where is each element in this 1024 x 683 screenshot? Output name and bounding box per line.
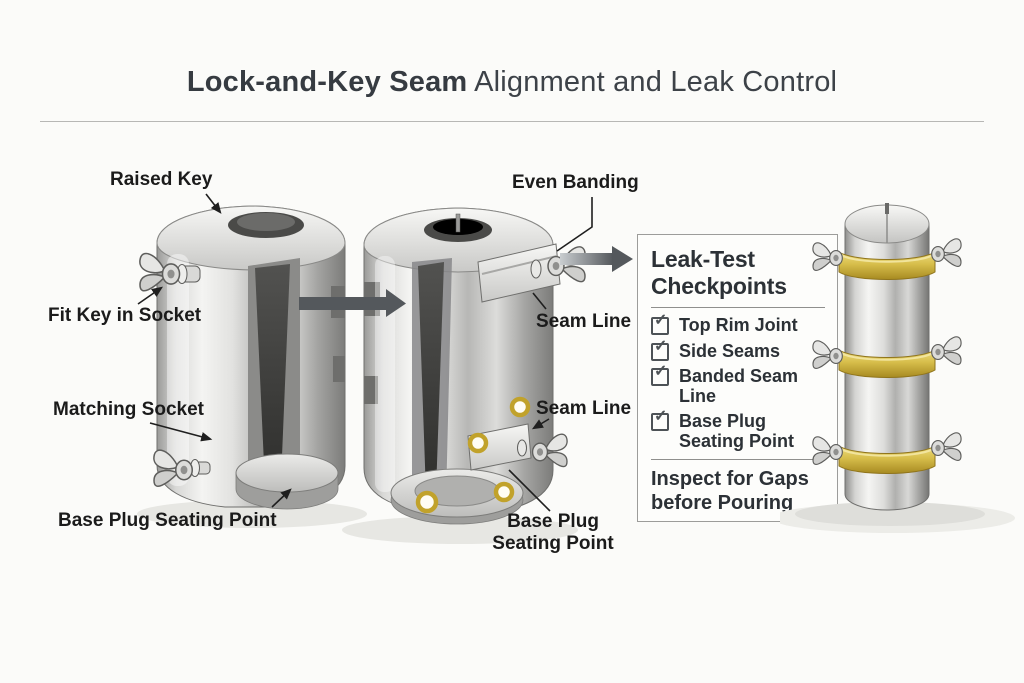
- page-title-rest: Alignment and Leak Control: [467, 66, 838, 98]
- checkpoint-marker-base-left: [415, 490, 439, 514]
- checkmark-icon: ✓: [654, 337, 668, 355]
- checklist-item-banded-seam-line: ✓ Banded Seam Line: [651, 363, 825, 406]
- checked-checkbox-icon: ✓: [651, 338, 669, 361]
- checkmark-icon: ✓: [654, 312, 668, 330]
- label-even-banding: Even Banding: [512, 172, 639, 193]
- label-fit-key-in-socket: Fit Key in Socket: [48, 305, 202, 326]
- panel-divider-top: [651, 307, 825, 309]
- checkpoint-marker-seam: [509, 396, 531, 418]
- middle-mold-illustration: [363, 207, 586, 525]
- matching-socket-connector: [149, 422, 213, 442]
- checked-checkbox-icon: ✓: [651, 408, 669, 431]
- checked-checkbox-icon: ✓: [651, 312, 669, 336]
- page-title: Lock-and-Key Seam Alignment and Leak Con…: [0, 66, 1024, 99]
- left-mold-illustration: [139, 205, 346, 510]
- top-clamp-band: [477, 243, 586, 303]
- base-plug-mid-connector: [508, 469, 551, 512]
- checklist-item-label: Base Plug Seating Point: [679, 410, 795, 452]
- label-seam-line-lower: Seam Line: [536, 398, 632, 419]
- title-divider: [40, 121, 984, 122]
- checklist-item-base-plug: ✓ Base Plug Seating Point: [651, 408, 825, 452]
- checkpoint-marker-side: [467, 432, 489, 454]
- panel-divider-bottom: [651, 459, 825, 461]
- checkmark-icon: ✓: [654, 362, 668, 380]
- gold-band-middle: [812, 336, 962, 378]
- seam-line-upper-connector: [532, 292, 547, 310]
- label-seam-line-upper: Seam Line: [536, 311, 632, 332]
- base-plug-left-connector: [271, 488, 292, 508]
- even-banding-connector: [556, 197, 593, 252]
- left-mold-lower-wingnut: [153, 449, 211, 487]
- middle-mold-core: [418, 262, 444, 494]
- wick-pin: [455, 213, 461, 233]
- gold-band-bottom: [812, 432, 962, 474]
- page-title-emphasis: Lock-and-Key Seam: [186, 66, 468, 98]
- label-raised-key: Raised Key: [110, 169, 213, 190]
- assembly-arrow: [299, 289, 406, 317]
- checkpoint-markers: [415, 396, 531, 514]
- fit-key-connector: [137, 286, 163, 305]
- checklist-item-top-rim-joint: ✓ Top Rim Joint: [651, 312, 825, 336]
- gold-band-top: [812, 238, 962, 280]
- panel-note: Inspect for Gaps before Pouring: [651, 468, 809, 515]
- leak-test-panel: Leak-Test Checkpoints ✓ Top Rim Joint ✓ …: [637, 234, 838, 522]
- panel-title: Leak-Test Checkpoints: [651, 246, 787, 299]
- label-base-plug-mid: Base Plug Seating Point: [492, 511, 614, 555]
- middle-mold-shadow: [342, 516, 578, 544]
- label-base-plug-left: Base Plug Seating Point: [58, 510, 277, 531]
- checkmark-icon: ✓: [654, 407, 668, 425]
- top-pin: [885, 203, 889, 214]
- raised-key-connector: [205, 193, 222, 214]
- checked-checkbox-icon: ✓: [651, 363, 669, 386]
- checklist-item-label: Side Seams: [679, 340, 781, 361]
- checklist-item-label: Banded Seam Line: [679, 365, 799, 406]
- seam-line-lower-connector: [531, 418, 550, 430]
- checkpoint-marker-base-right: [493, 481, 515, 503]
- left-mold-core: [255, 264, 290, 486]
- panel-arrow: [560, 246, 633, 272]
- checklist-item-side-seams: ✓ Side Seams: [651, 338, 825, 361]
- banded-cylinder-illustration: [780, 203, 1015, 533]
- raised-key-screw: [139, 252, 201, 292]
- base-plug: [235, 453, 339, 510]
- label-matching-socket: Matching Socket: [53, 399, 204, 420]
- checklist-item-label: Top Rim Joint: [679, 315, 798, 336]
